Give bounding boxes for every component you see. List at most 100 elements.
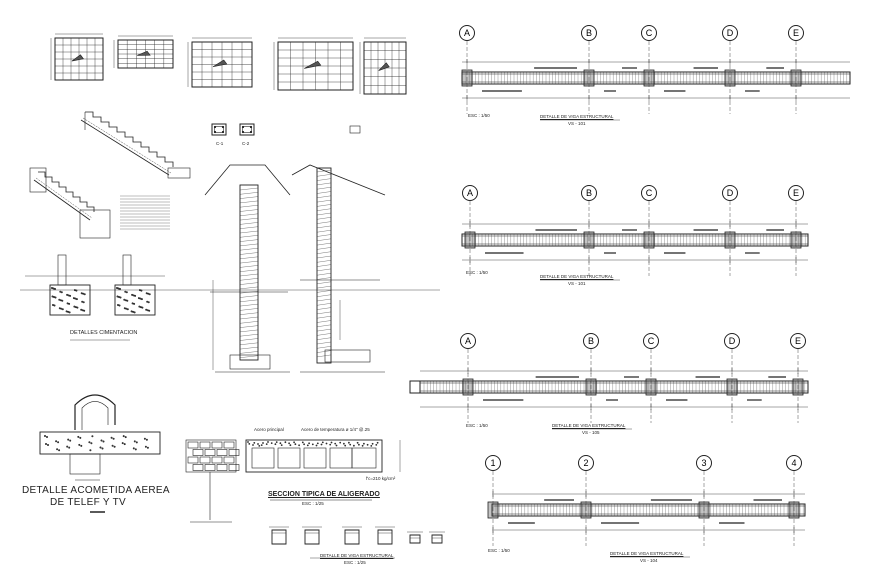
wall-hatch bbox=[239, 248, 259, 251]
concrete-hatch bbox=[124, 290, 127, 293]
axis-bubble: C bbox=[643, 333, 659, 349]
rebar-dot bbox=[241, 130, 245, 134]
concrete-hatch bbox=[148, 293, 151, 296]
beam-section bbox=[377, 529, 393, 545]
concrete-hatch bbox=[55, 440, 58, 443]
concrete-hatch bbox=[133, 311, 136, 314]
concrete-hatch bbox=[118, 295, 121, 298]
concrete-hatch bbox=[131, 302, 134, 305]
brick bbox=[216, 449, 228, 456]
concrete-hatch bbox=[293, 441, 296, 444]
wall-hatch bbox=[239, 329, 259, 333]
concrete-hatch bbox=[133, 302, 136, 305]
concrete-hatch bbox=[130, 310, 133, 313]
wall-hatch bbox=[316, 169, 332, 173]
concrete-hatch bbox=[265, 443, 268, 446]
concrete-hatch bbox=[298, 444, 301, 447]
concrete-hatch bbox=[61, 308, 64, 311]
acometida-arch-inner bbox=[81, 401, 109, 430]
concrete-hatch bbox=[376, 441, 379, 444]
brick bbox=[187, 441, 199, 449]
beam-section bbox=[304, 529, 320, 545]
concrete-hatch bbox=[43, 434, 46, 437]
concrete-hatch bbox=[145, 292, 148, 295]
rebar-dot bbox=[221, 125, 225, 129]
concrete-hatch bbox=[311, 443, 314, 446]
concrete-hatch bbox=[133, 440, 136, 443]
wall-hatch bbox=[239, 239, 259, 242]
small-sections-scale: ESC : 1/25 bbox=[344, 560, 366, 565]
aligerado-section bbox=[185, 439, 401, 523]
wall-hatch bbox=[316, 199, 332, 203]
wall-hatch bbox=[316, 294, 332, 297]
concrete-hatch bbox=[68, 302, 71, 305]
concrete-hatch bbox=[60, 291, 63, 294]
beam-scale: ESC : 1/50 bbox=[466, 270, 488, 275]
beam-elevations bbox=[409, 41, 851, 558]
concrete-hatch bbox=[267, 441, 269, 443]
concrete-hatch bbox=[61, 299, 64, 302]
concrete-hatch bbox=[356, 441, 359, 444]
concrete-hatch bbox=[52, 295, 55, 298]
wall-hatch bbox=[316, 264, 332, 267]
wall-hatch bbox=[316, 324, 332, 327]
wall-hatch bbox=[316, 311, 332, 315]
concrete-hatch bbox=[147, 292, 150, 295]
concrete-hatch bbox=[66, 293, 69, 296]
concrete-hatch bbox=[69, 439, 72, 442]
concrete-hatch bbox=[68, 446, 71, 449]
wall-hatch bbox=[239, 260, 259, 264]
wall-hatch bbox=[239, 295, 259, 298]
concrete-hatch bbox=[126, 308, 129, 311]
concrete-hatch bbox=[303, 443, 306, 446]
concrete-hatch bbox=[146, 309, 149, 312]
concrete-hatch bbox=[288, 442, 291, 445]
concrete-hatch bbox=[248, 442, 251, 445]
column-section bbox=[211, 123, 227, 136]
concrete-hatch bbox=[352, 444, 355, 447]
wall-hatch bbox=[239, 303, 259, 307]
wall-hatch bbox=[239, 205, 259, 208]
footing-base bbox=[114, 284, 156, 316]
acometida-arch bbox=[74, 394, 116, 430]
concrete-hatch bbox=[88, 441, 91, 444]
axis-bubble: B bbox=[581, 185, 597, 201]
wall-hatch bbox=[239, 187, 259, 191]
concrete-hatch bbox=[357, 443, 360, 446]
wall-hatch bbox=[316, 217, 332, 220]
concrete-hatch bbox=[123, 443, 126, 446]
concrete-hatch bbox=[75, 298, 78, 301]
concrete-hatch bbox=[144, 445, 147, 448]
wall-hatch bbox=[316, 268, 332, 272]
aligerado-note-2: Acero de temperatura ø 1/4" @.25 bbox=[301, 427, 370, 432]
beam-section bbox=[271, 529, 287, 545]
column-at-axis bbox=[790, 231, 802, 249]
footing-base bbox=[49, 284, 91, 316]
acometida-title-line2: DE TELEF Y TV bbox=[50, 497, 126, 508]
wall-hatch bbox=[316, 191, 332, 194]
column-stirrup bbox=[214, 126, 224, 133]
wall-hatch bbox=[239, 278, 259, 281]
rebar-dot bbox=[249, 130, 253, 134]
brick bbox=[223, 441, 235, 449]
concrete-hatch bbox=[325, 442, 328, 445]
column-at-axis bbox=[464, 231, 476, 249]
concrete-hatch bbox=[260, 444, 263, 447]
wall-footing bbox=[229, 354, 271, 370]
axis-bubble: A bbox=[460, 333, 476, 349]
concrete-hatch bbox=[80, 292, 83, 295]
beam-code: VS - 101 bbox=[568, 121, 586, 126]
wall-hatch bbox=[239, 346, 259, 350]
concrete-hatch bbox=[262, 442, 264, 444]
column-at-axis bbox=[643, 231, 655, 249]
concrete-hatch bbox=[289, 444, 292, 447]
concrete-hatch bbox=[119, 296, 122, 299]
concrete-hatch bbox=[119, 287, 122, 290]
concrete-hatch bbox=[330, 441, 333, 444]
opening-mark bbox=[378, 62, 390, 71]
wall-hatch bbox=[239, 316, 259, 320]
concrete-hatch bbox=[143, 437, 146, 440]
concrete-hatch bbox=[53, 304, 56, 307]
axis-bubble: A bbox=[459, 25, 475, 41]
